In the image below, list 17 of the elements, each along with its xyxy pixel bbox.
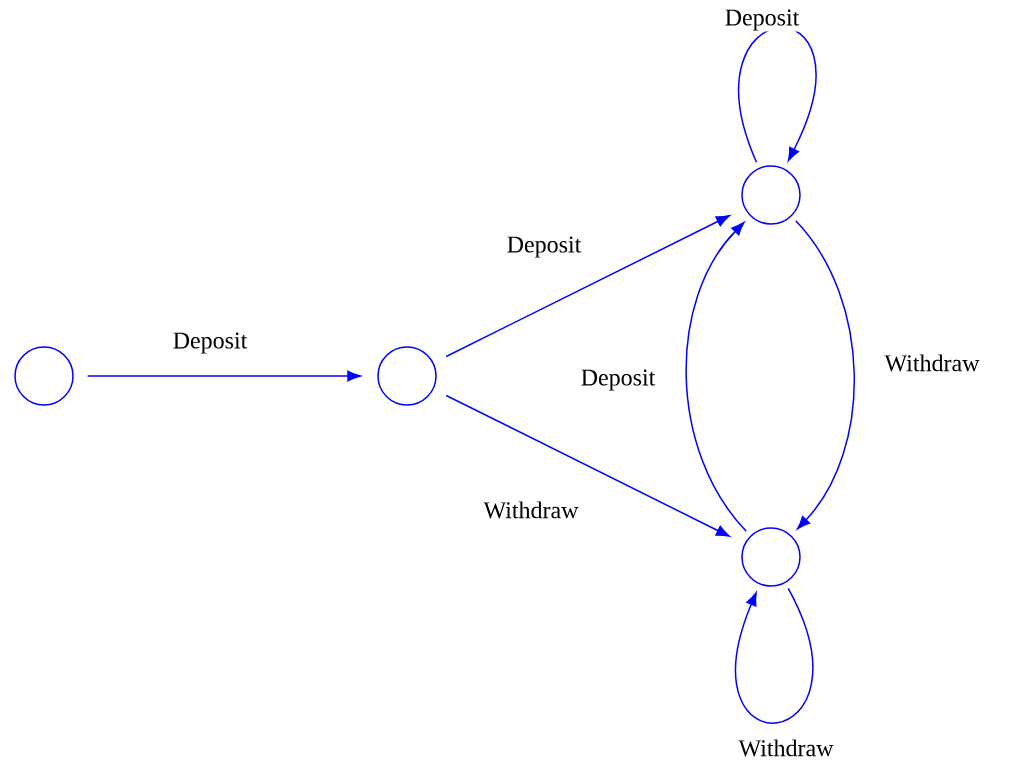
edge-label: Withdraw	[483, 501, 579, 519]
edge-label: Deposit	[725, 9, 800, 31]
arrow	[685, 221, 747, 532]
edge-label: Deposit	[507, 236, 582, 258]
edge-label: Deposit	[581, 369, 656, 391]
arrow	[87, 370, 361, 382]
edge-label: Withdraw	[884, 354, 980, 372]
arrow	[445, 215, 730, 358]
edge-label: Withdraw	[738, 739, 834, 757]
state-circle	[14, 346, 74, 406]
state-circle	[741, 165, 801, 225]
arrow	[734, 587, 814, 724]
state-circle	[741, 527, 801, 587]
state-circle	[377, 346, 437, 406]
edge-label: Deposit	[173, 332, 248, 354]
arrow	[795, 220, 855, 530]
arrow	[445, 394, 730, 537]
